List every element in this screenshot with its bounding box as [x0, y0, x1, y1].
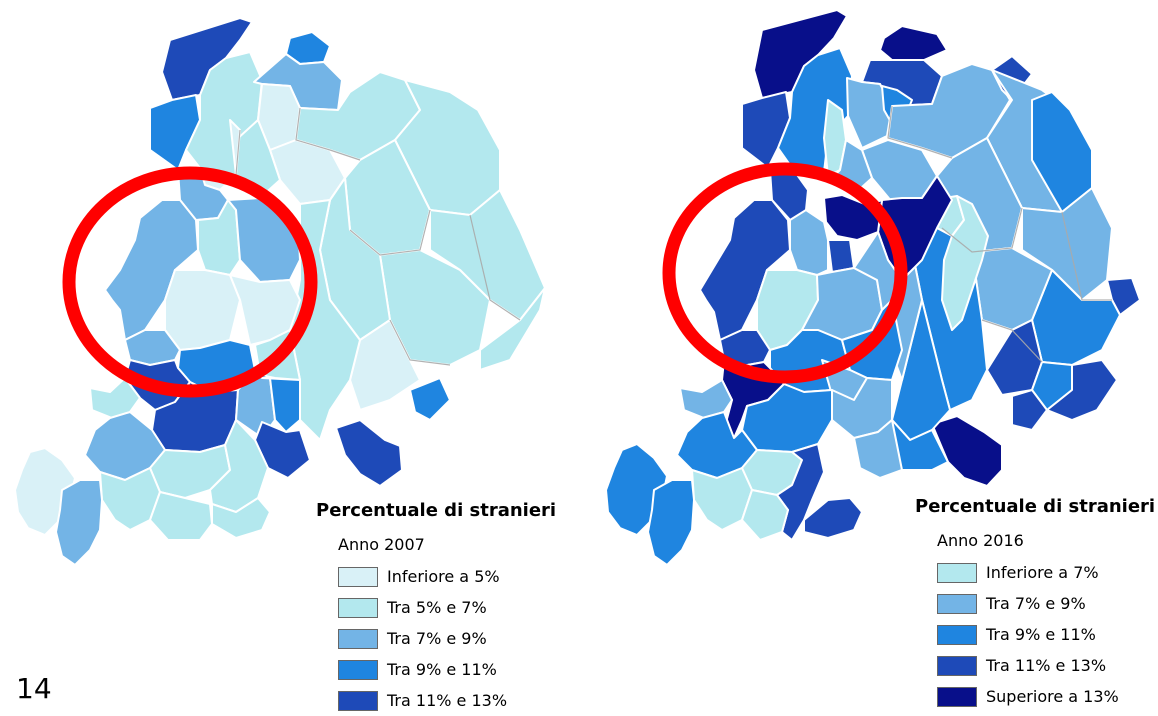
region — [679, 379, 733, 419]
region — [335, 419, 403, 487]
map-2016 — [592, 0, 1158, 712]
legend-label: Tra 11% e 13% — [387, 691, 508, 710]
region — [164, 269, 241, 351]
region — [211, 497, 271, 539]
highlight-circle — [662, 162, 908, 384]
map-2007-svg — [14, 17, 546, 566]
region — [941, 195, 989, 331]
page-number: 14 — [16, 672, 52, 705]
highlight-circle — [62, 166, 318, 398]
legend-swatch — [937, 624, 977, 645]
legend-label: Tra 9% e 11% — [387, 660, 497, 679]
region — [931, 415, 1003, 487]
legend-item: Superiore a 13% — [937, 681, 1155, 712]
legend-subtitle: Anno 2007 — [338, 535, 425, 554]
legend-item: Tra 11% e 13% — [338, 685, 556, 716]
legend-label: Superiore a 13% — [986, 687, 1119, 706]
region — [55, 479, 103, 566]
legend-item: Tra 7% e 9% — [937, 588, 1155, 619]
legend-title: Percentuale di stranieri — [316, 500, 557, 521]
region — [803, 497, 863, 539]
region — [879, 25, 948, 61]
legend-label: Tra 9% e 11% — [986, 625, 1096, 644]
legend-item: Inferiore a 7% — [937, 557, 1155, 588]
region — [1011, 389, 1048, 431]
region — [741, 489, 789, 541]
legend-swatch — [338, 566, 378, 587]
legend-2016: Percentuale di stranieri Anno 2016 Infer… — [915, 496, 1155, 712]
legend-label: Tra 7% e 9% — [387, 629, 487, 648]
region — [1031, 91, 1093, 213]
legend-item: Tra 9% e 11% — [338, 654, 556, 685]
legend-item: Tra 11% e 13% — [937, 650, 1155, 681]
legend-swatch — [937, 655, 977, 676]
legend-item: Inferiore a 5% — [338, 561, 556, 592]
legend-item: Tra 9% e 11% — [937, 619, 1155, 650]
legend-label: Inferiore a 7% — [986, 563, 1099, 582]
legend-label: Tra 5% e 7% — [387, 598, 487, 617]
legend-item: Tra 5% e 7% — [338, 592, 556, 623]
legend-swatch — [937, 686, 977, 707]
region — [89, 377, 141, 419]
legend-label: Inferiore a 5% — [387, 567, 500, 586]
legend-item: Tra 7% e 9% — [338, 623, 556, 654]
legend-2007: Percentuale di stranieri Anno 2007 Infer… — [316, 500, 556, 716]
map-2007 — [0, 0, 580, 712]
region — [741, 91, 791, 169]
legend-swatch — [338, 659, 378, 680]
region — [789, 209, 829, 276]
legend-swatch — [937, 593, 977, 614]
region — [1046, 359, 1118, 421]
legend-swatch — [338, 690, 378, 711]
region — [409, 377, 451, 421]
legend-swatch — [937, 562, 977, 583]
region — [149, 491, 213, 541]
legend-label: Tra 7% e 9% — [986, 594, 1086, 613]
legend-title: Percentuale di stranieri — [915, 496, 1156, 517]
region — [776, 443, 825, 541]
map-2016-svg — [605, 9, 1141, 566]
legend-label: Tra 11% e 13% — [986, 656, 1107, 675]
legend-swatch — [338, 597, 378, 618]
legend-swatch — [338, 628, 378, 649]
region — [647, 479, 695, 566]
region — [827, 239, 855, 273]
region — [891, 419, 949, 471]
legend-subtitle: Anno 2016 — [937, 531, 1024, 550]
